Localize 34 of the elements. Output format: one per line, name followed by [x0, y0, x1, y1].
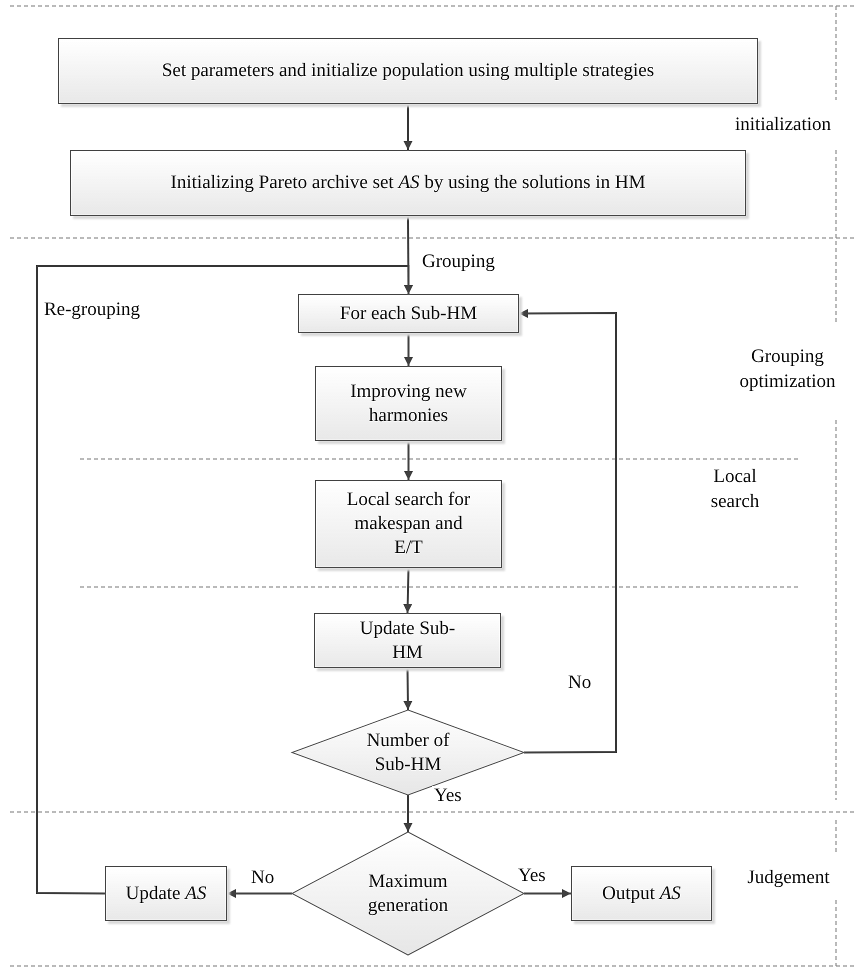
- node-text: Update AS: [126, 882, 206, 906]
- process-box: [298, 294, 519, 333]
- process-box: [571, 866, 712, 921]
- edge-label: Grouping: [420, 252, 497, 273]
- edge-label: Re-grouping: [42, 300, 142, 321]
- process-box: [314, 613, 501, 668]
- process-box: [105, 866, 227, 921]
- process-box: [315, 366, 502, 441]
- phase-label: Local search: [710, 465, 760, 514]
- node-text: Set parameters and initialize population using multiple strategies: [162, 59, 654, 83]
- arrow: [227, 889, 292, 898]
- node-text: For each Sub-HM: [340, 302, 478, 326]
- arrow: [403, 568, 412, 614]
- node-text: Output AS: [602, 882, 681, 906]
- node-text: Maximum generation: [366, 870, 450, 918]
- process-box: [70, 150, 746, 216]
- arrow: [404, 333, 413, 366]
- node-text: Update Sub-HM: [358, 616, 456, 664]
- node-text: Local search for makespan and E/T: [346, 488, 471, 560]
- node-text: Improving new harmonies: [349, 380, 468, 428]
- arrow: [524, 889, 571, 898]
- arrow: [404, 441, 413, 480]
- phase-label: initialization: [734, 113, 832, 137]
- process-box: [315, 480, 502, 568]
- node-text: Number of Sub-HM: [366, 728, 450, 776]
- arrow: [404, 104, 412, 150]
- phase-label: Judgement: [746, 866, 831, 890]
- arrow: [36, 265, 413, 894]
- arrow: [404, 795, 412, 832]
- process-box: [58, 38, 758, 104]
- arrow: [403, 668, 412, 710]
- node-text: Initializing Pareto archive set AS by using the solutions in HM: [170, 171, 646, 195]
- phase-label: Grouping optimization: [738, 345, 837, 394]
- arrow: [519, 308, 617, 754]
